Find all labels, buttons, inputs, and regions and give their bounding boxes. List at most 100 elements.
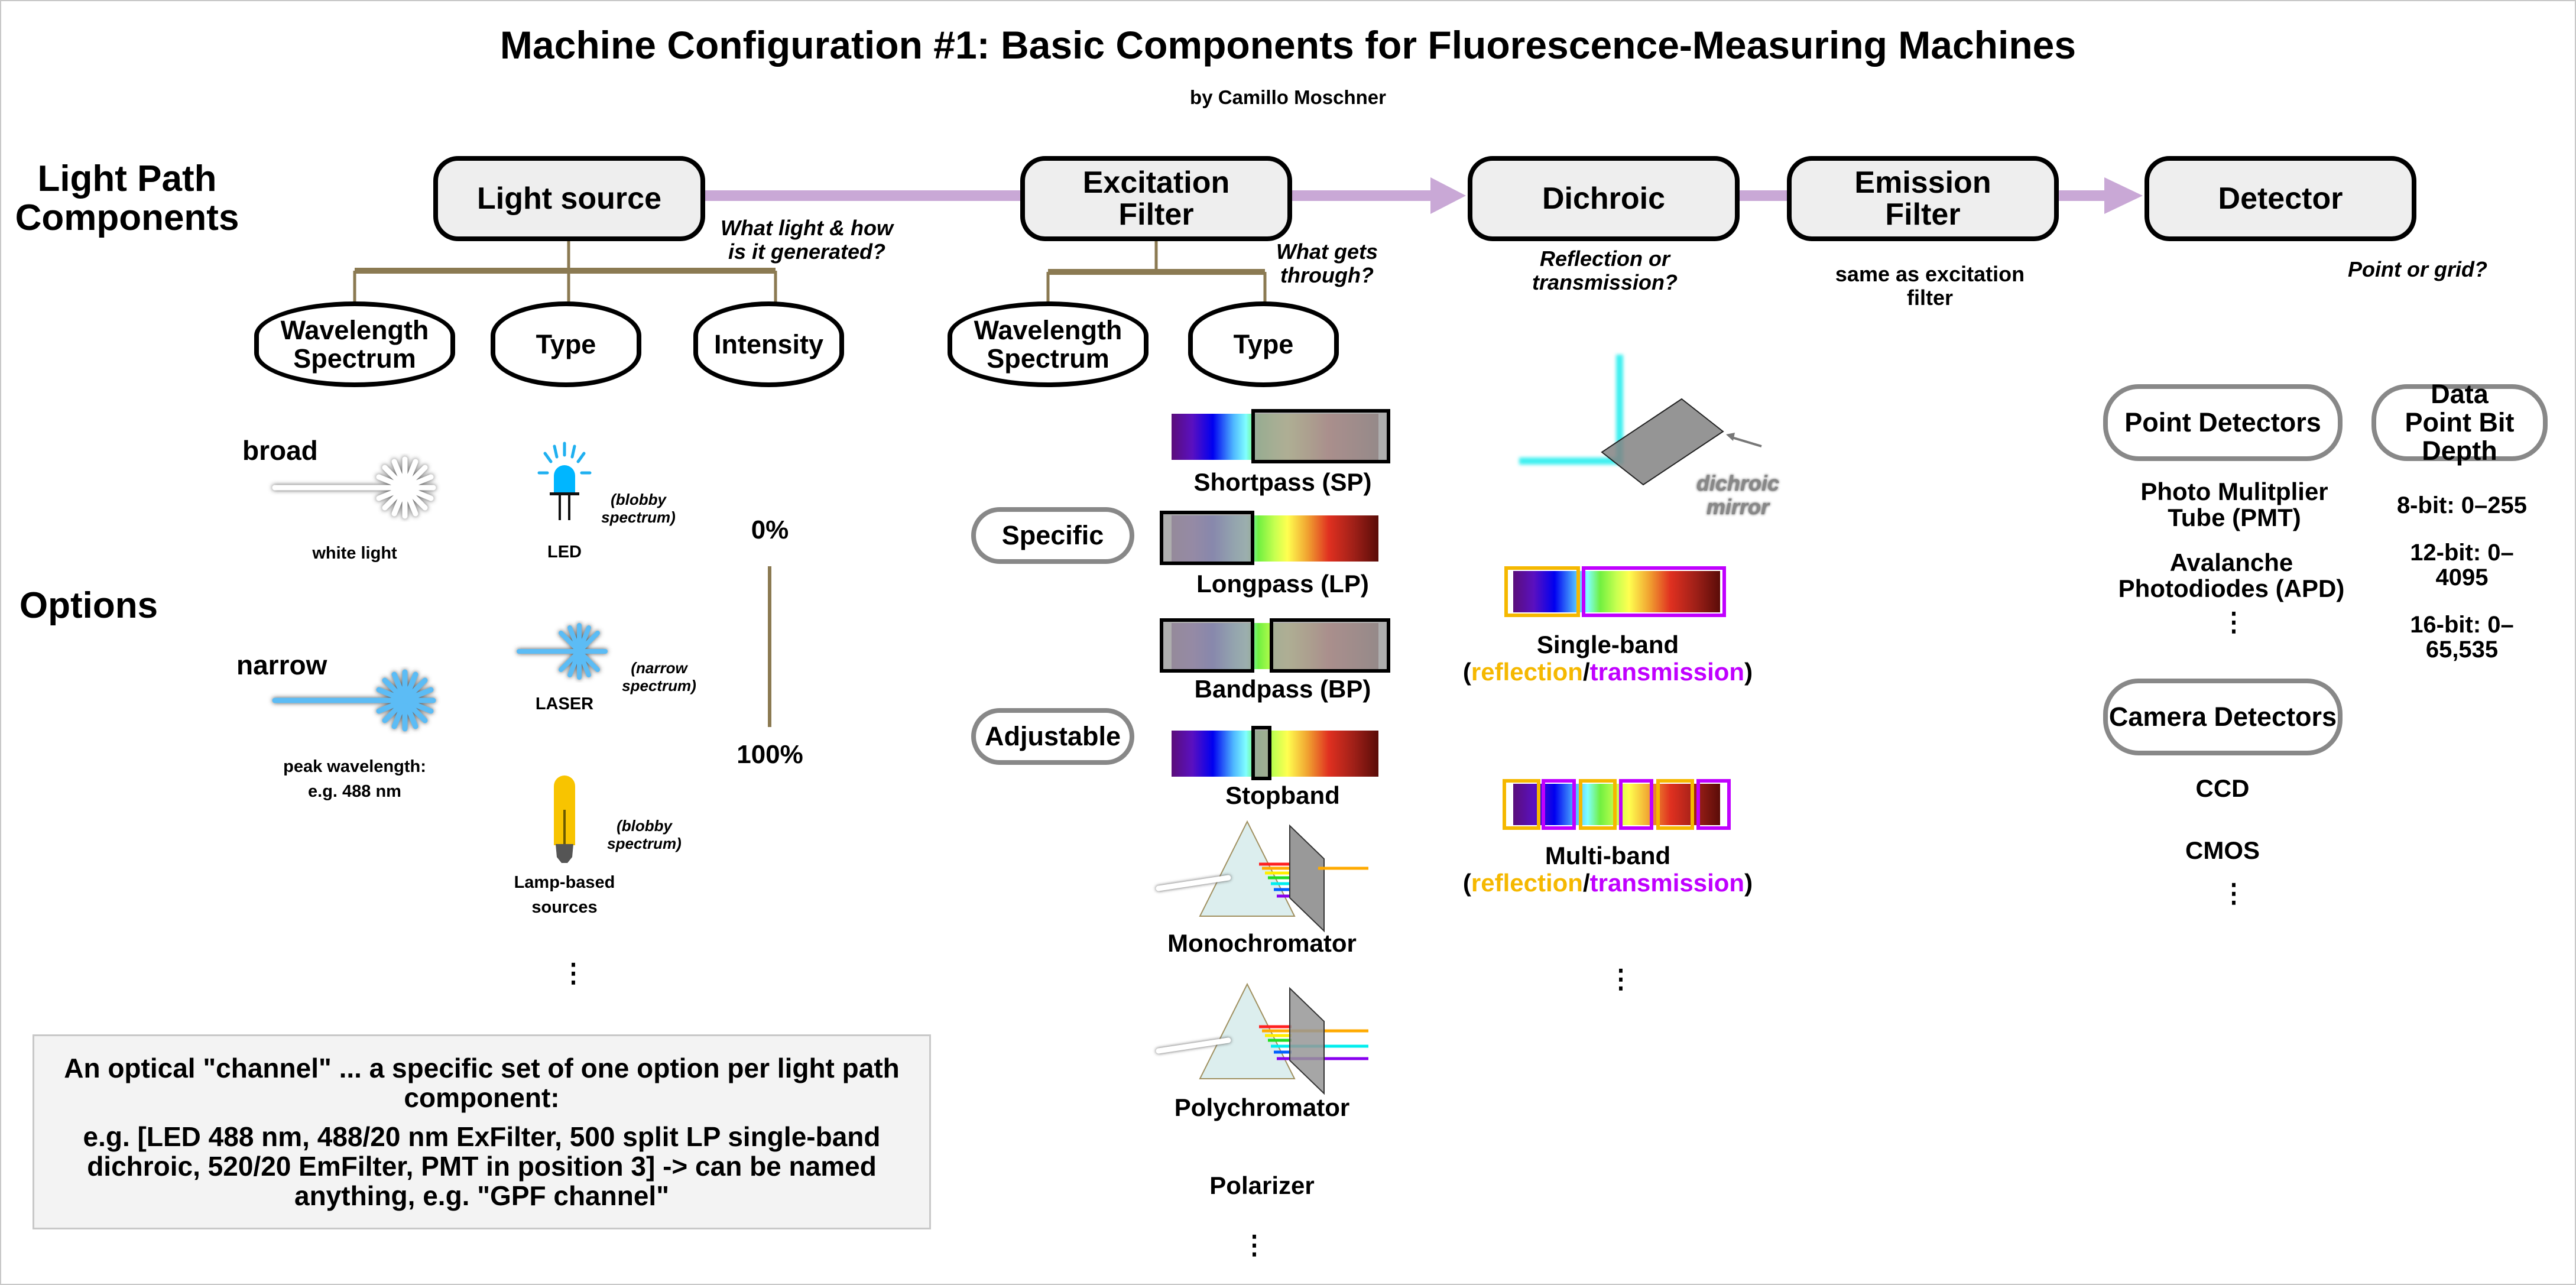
filter-type-stopband[interactable]: Stopband xyxy=(1225,781,1340,809)
transmission-text: transmission xyxy=(1589,658,1745,686)
component-label: Light source xyxy=(476,181,662,216)
component-excitation-filter[interactable]: Excitation Filter xyxy=(1020,156,1292,241)
single-band-label: Single-band (reflection/transmission) xyxy=(1442,631,1773,686)
multi-band-box-4 xyxy=(1619,779,1653,830)
type-laser-note: (narrow spectrum) xyxy=(622,659,696,695)
reflection-text: reflection xyxy=(1471,658,1583,686)
detector-bit-depth[interactable]: Data Point Bit Depth xyxy=(2371,380,2548,465)
summary-example: e.g. [LED 488 nm, 488/20 nm ExFilter, 50… xyxy=(83,1121,881,1211)
property-label: Wavelength Spectrum xyxy=(974,314,1122,374)
white-light-star-icon xyxy=(272,456,436,519)
question-light-source: What light & how is it generated? xyxy=(721,216,893,264)
more-types-indicator: ⋮ xyxy=(560,959,586,988)
spectrum-broad-label: broad xyxy=(242,435,318,466)
slash: / xyxy=(1582,658,1590,686)
component-emission-filter[interactable]: Emission Filter xyxy=(1787,156,2059,241)
multi-band-box-6 xyxy=(1696,779,1731,830)
category-label: Specific xyxy=(1001,520,1104,550)
laser-icon xyxy=(517,623,608,680)
property-label: Type xyxy=(1233,329,1294,359)
more-dichroics-indicator: ⋮ xyxy=(1608,965,1634,994)
paren: ( xyxy=(1462,869,1471,897)
arrow-emission-to-detector xyxy=(2054,190,2104,201)
filter-property-wavelength-spectrum[interactable]: Wavelength Spectrum xyxy=(948,301,1149,387)
question-dichroic: Reflection or transmission? xyxy=(1532,246,1678,294)
reflection-text: reflection xyxy=(1471,869,1583,897)
type-led-label: LED xyxy=(547,543,582,562)
intensity-min-label: 0% xyxy=(751,515,789,544)
lamp-bulb-icon xyxy=(554,775,575,863)
intensity-max-label: 100% xyxy=(737,740,803,769)
detector-ccd: CCD xyxy=(2195,774,2250,802)
question-detector: Point or grid? xyxy=(2348,257,2487,281)
note-emission-filter: same as excitation filter xyxy=(1835,262,2025,310)
detector-category-label: Point Detectors xyxy=(2124,407,2321,437)
type-lamp-label: Lamp-based sources xyxy=(514,873,615,917)
blue-light-star-icon xyxy=(272,669,436,732)
type-lamp-note: (blobby spectrum) xyxy=(607,817,682,852)
led-icon xyxy=(537,442,592,520)
bit-depth-12: 12-bit: 0–4095 xyxy=(2410,540,2514,590)
component-detector[interactable]: Detector xyxy=(2144,156,2416,241)
type-led-note: (blobby spectrum) xyxy=(601,491,676,526)
light-path-arrows xyxy=(703,177,2143,214)
question-excitation-filter: What gets through? xyxy=(1276,239,1378,287)
property-type[interactable]: Type xyxy=(491,301,641,387)
polychromator-prism-icon xyxy=(1156,982,1368,1095)
property-label: Wavelength Spectrum xyxy=(280,314,429,374)
multi-band-title: Multi-band xyxy=(1545,842,1671,869)
detector-camera[interactable]: Camera Detectors xyxy=(2103,679,2343,755)
component-label: Detector xyxy=(2218,181,2343,216)
multi-band-legend: (reflection/transmission) xyxy=(1442,869,1773,897)
category-label: Adjustable xyxy=(984,721,1121,751)
row-label-options: Options xyxy=(19,585,158,626)
single-band-legend: (reflection/transmission) xyxy=(1442,658,1773,686)
multi-band-box-3 xyxy=(1579,779,1617,830)
row-label-components: Light Path Components xyxy=(15,158,239,238)
filter-type-polychromator[interactable]: Polychromator xyxy=(1174,1093,1350,1121)
filter-category-adjustable[interactable]: Adjustable xyxy=(971,708,1134,765)
slash: / xyxy=(1582,869,1590,897)
detector-category-label: Data Point Bit Depth xyxy=(2405,379,2515,466)
longpass-block xyxy=(1160,511,1254,565)
stopband-spectrum xyxy=(1172,731,1378,777)
component-label: Excitation Filter xyxy=(1082,166,1230,232)
property-wavelength-spectrum[interactable]: Wavelength Spectrum xyxy=(254,301,455,387)
caption-line: peak wavelength: xyxy=(283,757,426,776)
filter-property-type[interactable]: Type xyxy=(1188,301,1339,387)
filter-category-specific[interactable]: Specific xyxy=(971,507,1134,564)
paren: ( xyxy=(1462,658,1471,686)
filter-type-polarizer[interactable]: Polarizer xyxy=(1209,1172,1315,1199)
bit-depth-8: 8-bit: 0–255 xyxy=(2396,492,2528,518)
filter-type-monochromator[interactable]: Monochromator xyxy=(1167,929,1357,957)
summary-definition: An optical "channel" ... a specific set … xyxy=(64,1053,900,1113)
detector-pmt: Photo Mulitplier Tube (PMT) xyxy=(2140,478,2328,531)
filter-type-longpass[interactable]: Longpass (LP) xyxy=(1196,570,1369,598)
multi-band-label: Multi-band (reflection/transmission) xyxy=(1442,842,1773,897)
shortpass-block xyxy=(1251,409,1390,463)
component-label: Dichroic xyxy=(1542,181,1666,216)
property-label: Type xyxy=(536,329,596,359)
detector-point[interactable]: Point Detectors xyxy=(2103,384,2343,461)
multi-band-box-5 xyxy=(1656,779,1694,830)
arrowhead-dichroic xyxy=(1430,177,1466,214)
component-light-source[interactable]: Light source xyxy=(433,156,705,241)
single-band-reflection-box xyxy=(1504,566,1580,617)
author-credit: by Camillo Moschner xyxy=(1190,86,1386,108)
component-dichroic[interactable]: Dichroic xyxy=(1468,156,1740,241)
page-title: Machine Configuration #1: Basic Componen… xyxy=(499,23,2077,67)
filter-type-bandpass[interactable]: Bandpass (BP) xyxy=(1194,675,1371,703)
spectrum-narrow-caption: peak wavelength: e.g. 488 nm xyxy=(260,754,449,804)
filter-type-shortpass[interactable]: Shortpass (SP) xyxy=(1193,468,1372,496)
bandpass-block-right xyxy=(1270,618,1390,673)
channel-summary-box: An optical "channel" ... a specific set … xyxy=(33,1034,931,1229)
dichroic-mirror-label: dichroic mirror xyxy=(1696,471,1780,519)
multi-band-spectrum xyxy=(1513,784,1720,825)
single-band-title: Single-band xyxy=(1536,631,1679,658)
property-intensity[interactable]: Intensity xyxy=(693,301,844,387)
type-laser-label: LASER xyxy=(535,695,594,713)
arrow-light-to-excitation xyxy=(703,190,1023,201)
detector-cmos: CMOS xyxy=(2185,836,2260,864)
